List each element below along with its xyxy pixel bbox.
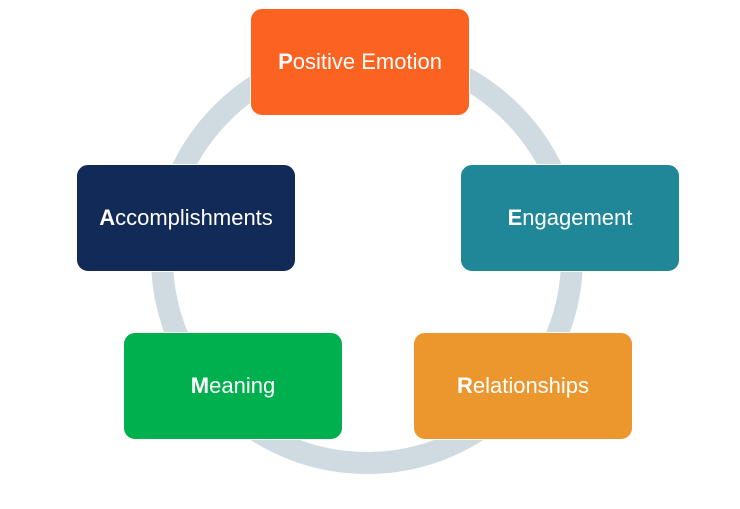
relationships-box: Relationships <box>413 332 633 440</box>
positive-emotion-box: Positive Emotion <box>250 8 470 116</box>
positive-emotion-label: Positive Emotion <box>278 49 442 74</box>
engagement-box: Engagement <box>460 164 680 272</box>
engagement-label: Engagement <box>507 205 633 230</box>
relationships-label: Relationships <box>456 373 590 398</box>
accomplishments-label: Accomplishments <box>99 205 273 230</box>
meaning-label: Meaning <box>190 373 276 398</box>
accomplishments-box: Accomplishments <box>76 164 296 272</box>
meaning-box: Meaning <box>123 332 343 440</box>
